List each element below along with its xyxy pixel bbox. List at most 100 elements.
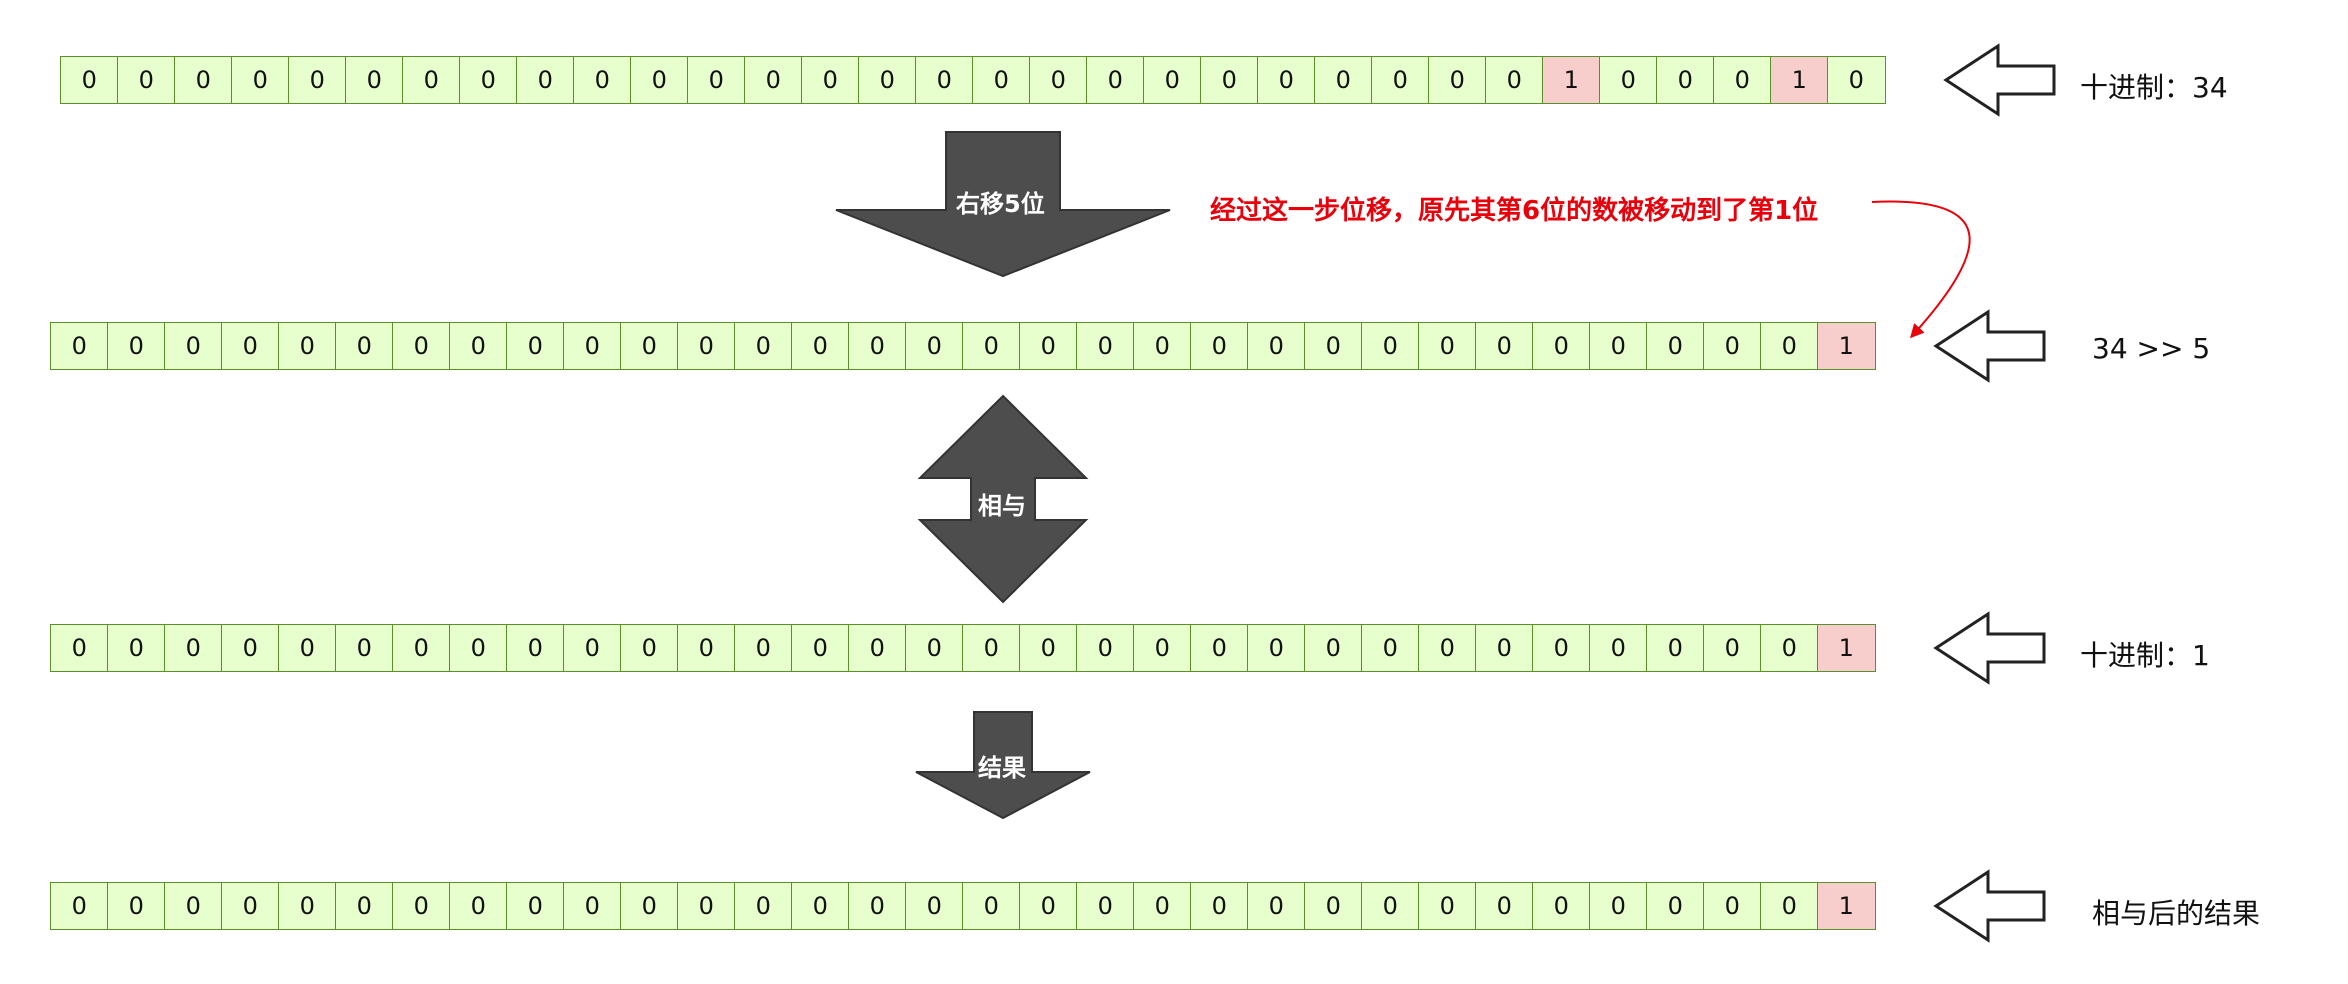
bit-cell: 0 (1190, 322, 1249, 370)
bit-cell: 0 (801, 56, 860, 104)
bit-cell: 0 (107, 882, 166, 930)
bit-cell: 0 (164, 882, 223, 930)
row-4-label: 相与后的结果 (2092, 897, 2261, 930)
bit-cell: 0 (563, 882, 622, 930)
bit-cell: 0 (848, 882, 907, 930)
bit-cell: 0 (402, 56, 461, 104)
bit-cell: 0 (1247, 322, 1306, 370)
bit-cell: 0 (1485, 56, 1544, 104)
bit-cell: 0 (677, 624, 736, 672)
bit-cell: 0 (1646, 624, 1705, 672)
bit-cell: 0 (630, 56, 689, 104)
bit-cell: 0 (962, 882, 1021, 930)
down-arrow-icon (835, 131, 1171, 278)
bit-cell: 0 (1418, 882, 1477, 930)
bit-cell: 0 (335, 322, 394, 370)
bit-cell: 0 (1190, 624, 1249, 672)
bit-cell: 0 (107, 322, 166, 370)
bit-cell: 0 (1827, 56, 1886, 104)
bit-cell: 0 (1703, 882, 1762, 930)
bit-cell: 1 (1817, 882, 1876, 930)
bit-cell: 1 (1817, 624, 1876, 672)
bit-cell: 0 (1760, 882, 1819, 930)
bit-cell: 0 (1019, 624, 1078, 672)
annotation-pointer (1871, 200, 1971, 339)
bit-cell: 0 (1247, 882, 1306, 930)
bit-cell: 0 (392, 882, 451, 930)
bit-cell: 0 (1646, 322, 1705, 370)
bit-cell: 0 (392, 624, 451, 672)
bit-cell: 0 (962, 322, 1021, 370)
bit-cell: 0 (1304, 882, 1363, 930)
and-label: 相与 (978, 492, 1026, 520)
bit-cell: 0 (1190, 882, 1249, 930)
bit-cell: 0 (677, 322, 736, 370)
bit-cell: 0 (620, 322, 679, 370)
bit-cell: 0 (563, 322, 622, 370)
bit-cell: 0 (174, 56, 233, 104)
bit-cell: 0 (573, 56, 632, 104)
bit-cell: 0 (972, 56, 1031, 104)
left-hollow-arrow-icon (1933, 611, 2046, 685)
bit-cell: 0 (1133, 624, 1192, 672)
bit-cell: 0 (221, 882, 280, 930)
bit-cell: 0 (1371, 56, 1430, 104)
bit-cell: 0 (905, 882, 964, 930)
bit-cell: 0 (1760, 322, 1819, 370)
bit-cell: 0 (1076, 322, 1135, 370)
bit-cell: 0 (1304, 624, 1363, 672)
bit-cell: 0 (1076, 882, 1135, 930)
bit-cell: 0 (1418, 624, 1477, 672)
bit-cell: 0 (734, 322, 793, 370)
bit-cell: 0 (791, 624, 850, 672)
bit-cell: 0 (335, 624, 394, 672)
bit-cell: 0 (905, 322, 964, 370)
bit-cell: 0 (744, 56, 803, 104)
bit-cell: 0 (848, 624, 907, 672)
bit-cell: 0 (278, 624, 337, 672)
bit-cell: 0 (1428, 56, 1487, 104)
bit-cell: 0 (620, 624, 679, 672)
bit-cell: 0 (1589, 322, 1648, 370)
bit-cell: 0 (449, 624, 508, 672)
bit-cell: 0 (50, 882, 109, 930)
bit-cell: 0 (1133, 322, 1192, 370)
bit-cell: 0 (1086, 56, 1145, 104)
bit-cell: 1 (1817, 322, 1876, 370)
left-hollow-arrow-icon (1933, 869, 2046, 943)
bit-cell: 0 (107, 624, 166, 672)
bit-cell: 0 (1019, 322, 1078, 370)
bit-cell: 0 (278, 322, 337, 370)
bit-cell: 0 (1475, 322, 1534, 370)
bit-cell: 0 (164, 624, 223, 672)
bit-cell: 0 (1361, 882, 1420, 930)
result-label: 结果 (978, 754, 1026, 782)
bit-cell: 0 (1656, 56, 1715, 104)
bit-cell: 0 (1133, 882, 1192, 930)
bit-cell: 0 (1532, 882, 1591, 930)
row-2-label: 34 >> 5 (2092, 332, 2211, 365)
bit-cell: 0 (506, 624, 565, 672)
bit-cell: 0 (563, 624, 622, 672)
bit-cell: 1 (1770, 56, 1829, 104)
bit-cell: 0 (117, 56, 176, 104)
bit-cell: 0 (1760, 624, 1819, 672)
bit-cell: 0 (734, 882, 793, 930)
bit-cell: 0 (1532, 624, 1591, 672)
shift-label: 右移5位 (956, 190, 1045, 218)
bit-cell: 0 (221, 624, 280, 672)
bit-cell: 0 (449, 882, 508, 930)
bit-cell: 0 (1361, 322, 1420, 370)
bit-cell: 0 (516, 56, 575, 104)
bit-cell: 0 (1703, 624, 1762, 672)
bit-cell: 0 (1475, 882, 1534, 930)
bit-cell: 0 (1304, 322, 1363, 370)
bit-cell: 0 (1589, 624, 1648, 672)
bit-cell: 0 (1257, 56, 1316, 104)
bit-cell: 0 (1532, 322, 1591, 370)
double-arrow-icon (917, 394, 1089, 604)
bit-cell: 0 (905, 624, 964, 672)
